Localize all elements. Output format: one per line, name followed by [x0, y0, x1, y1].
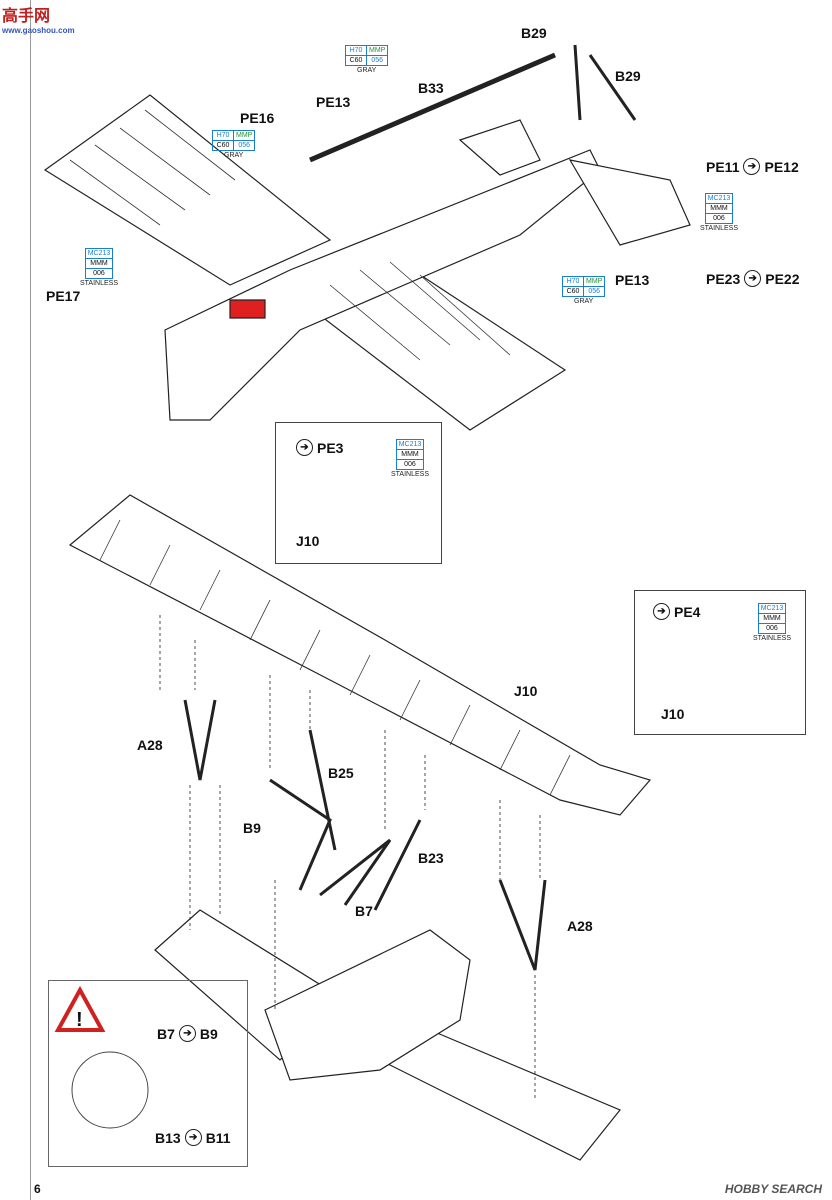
- strut-a28-left: [183, 699, 217, 781]
- replace-arrow-icon: ➔: [184, 1129, 202, 1146]
- top-fuselage: [164, 149, 601, 421]
- label-j10-b: J10: [661, 706, 685, 722]
- strut-b7: [319, 838, 392, 906]
- svg-text:!: !: [76, 1009, 83, 1031]
- tail-left: [458, 119, 541, 176]
- label-a28-right: A28: [567, 918, 593, 934]
- part-b33: [309, 52, 556, 163]
- site-logo: 高手网 www.gaoshou.com: [2, 8, 75, 35]
- warning-icon: [54, 985, 106, 1032]
- label-pe13-top: PE13: [316, 94, 351, 110]
- replace-arrow-icon: ➔: [744, 270, 762, 287]
- label-j10-wing: J10: [514, 683, 538, 699]
- swap-b7-b9: B7➔B9: [157, 1025, 218, 1042]
- label-b29-top: B29: [521, 25, 547, 41]
- label-a28-left: A28: [137, 737, 163, 753]
- tail-right: [568, 159, 691, 246]
- strut-b25: [308, 729, 337, 851]
- strut-b23: [373, 819, 422, 911]
- label-b9: B9: [243, 820, 261, 836]
- replace-pe4: ➔PE4: [653, 603, 700, 620]
- replace-arrow-icon: ➔: [743, 158, 761, 175]
- top-left-wing: [43, 94, 332, 286]
- replace-pe3: ➔PE3: [296, 439, 343, 456]
- swap-pe23-pe22: PE23➔PE22: [706, 270, 800, 287]
- replace-arrow-icon: ➔: [653, 603, 670, 620]
- warning-detail-box: B7➔B9 B13➔B11: [48, 980, 248, 1167]
- label-j10-a: J10: [296, 533, 320, 549]
- label-b25: B25: [328, 765, 354, 781]
- label-pe13-bottom: PE13: [615, 272, 650, 288]
- swap-pe11-pe12: PE11➔PE12: [706, 158, 799, 175]
- swap-b13-b11: B13➔B11: [155, 1129, 231, 1146]
- upper-wing: [68, 494, 652, 816]
- strut-a28-right: [498, 879, 547, 971]
- red-highlight: [229, 299, 266, 319]
- bottom-right-wing: [378, 1029, 621, 1161]
- replace-arrow-icon: ➔: [296, 439, 313, 456]
- page-number: 6: [34, 1182, 41, 1196]
- label-pe16: PE16: [240, 110, 275, 126]
- label-pe17: PE17: [46, 288, 81, 304]
- label-b29-right: B29: [615, 68, 641, 84]
- replace-arrow-icon: ➔: [178, 1025, 196, 1042]
- label-b23: B23: [418, 850, 444, 866]
- strut-b9: [269, 778, 332, 891]
- page-frame: [30, 0, 831, 1200]
- label-b7: B7: [355, 903, 373, 919]
- watermark: HOBBY SEARCH: [724, 1182, 822, 1196]
- bottom-fuselage: [264, 929, 471, 1081]
- label-b33: B33: [418, 80, 444, 96]
